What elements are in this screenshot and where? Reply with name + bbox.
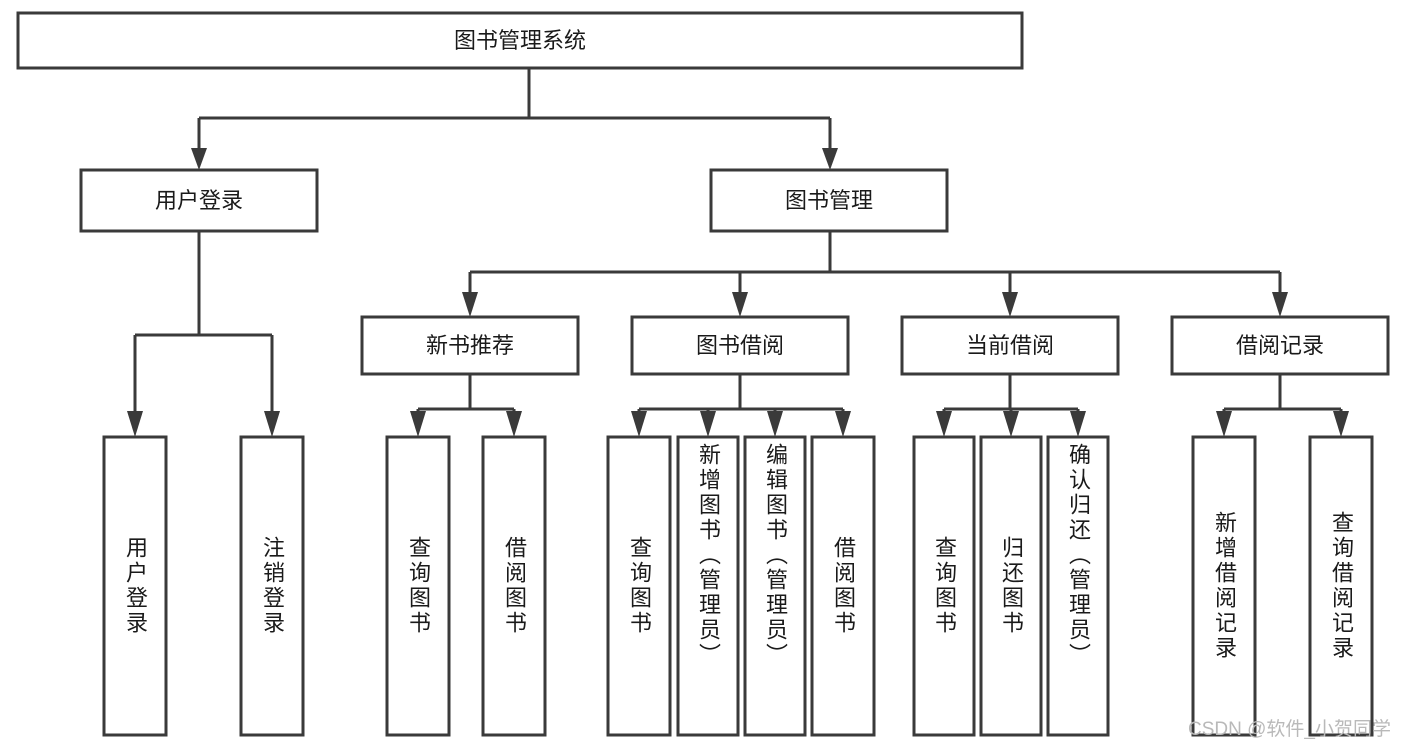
- arrow-head-leaf-query-borrow-record: [1333, 411, 1349, 437]
- node-group-new-book-recommend: 新书推荐: [360, 315, 580, 376]
- arrow-head-leaf-logout: [264, 411, 280, 437]
- arrow-head-leaf-return-book: [1003, 411, 1019, 437]
- node-label-borrow-record: 借阅记录: [1236, 333, 1324, 358]
- arrow-head-leaf-edit-book: [767, 411, 783, 437]
- node-group-book-management: 图书管理: [709, 168, 949, 233]
- node-label-user-login: 用户登录: [155, 188, 243, 213]
- node-box-book-borrow[interactable]: [630, 315, 850, 376]
- connector-group-new-book-recommend-to-leaves: [410, 374, 522, 437]
- node-label-book-management: 图书管理: [785, 188, 873, 213]
- node-group-book-borrow: 图书借阅: [630, 315, 850, 376]
- connector-group-root-to-level1: [191, 68, 838, 170]
- arrow-head-book-management: [822, 148, 838, 170]
- leaf-box-query-book-current[interactable]: [912, 435, 976, 737]
- arrow-head-user-login: [191, 148, 207, 170]
- leaf-box-borrow-book-recommend[interactable]: [481, 435, 547, 737]
- node-box-root[interactable]: [16, 11, 1024, 70]
- arrow-head-leaf-borrow-book-recommend: [506, 411, 522, 437]
- leaf-box-confirm-return[interactable]: [1046, 435, 1110, 737]
- node-label-book-borrow: 图书借阅: [696, 333, 784, 358]
- arrow-head-new-book-recommend: [462, 292, 478, 317]
- node-box-current-borrow[interactable]: [900, 315, 1120, 376]
- node-group-root: 图书管理系统: [16, 11, 1024, 70]
- leaf-box-query-book-borrow[interactable]: [606, 435, 672, 737]
- csdn-watermark: CSDN @软件_小贺同学: [1188, 719, 1391, 740]
- arrow-head-leaf-user-login: [127, 411, 143, 437]
- connector-group-book-management-to-level2: [462, 231, 1288, 317]
- leaf-box-user-login[interactable]: [102, 435, 168, 737]
- leaf-box-edit-book[interactable]: [743, 435, 807, 737]
- connector-group-book-borrow-to-leaves: [631, 374, 851, 437]
- arrow-head-leaf-query-book-borrow: [631, 411, 647, 437]
- node-box-borrow-record[interactable]: [1170, 315, 1390, 376]
- node-label-current-borrow: 当前借阅: [966, 333, 1054, 358]
- leaf-box-query-borrow-record[interactable]: [1308, 435, 1374, 737]
- connector-group-current-borrow-to-leaves: [936, 374, 1086, 437]
- arrow-head-leaf-add-book: [700, 411, 716, 437]
- leaf-box-group: [102, 435, 1374, 737]
- connector-group-user-login-to-leaves: [127, 231, 280, 437]
- arrow-head-current-borrow: [1002, 292, 1018, 317]
- leaf-box-logout[interactable]: [239, 435, 305, 737]
- node-group-user-login: 用户登录: [79, 168, 319, 233]
- leaf-box-add-borrow-record[interactable]: [1191, 435, 1257, 737]
- arrow-head-leaf-confirm-return: [1070, 411, 1086, 437]
- node-label-root: 图书管理系统: [454, 28, 586, 53]
- leaf-box-borrow-book[interactable]: [810, 435, 876, 737]
- leaf-box-add-book[interactable]: [676, 435, 740, 737]
- node-box-new-book-recommend[interactable]: [360, 315, 580, 376]
- connector-group-borrow-record-to-leaves: [1216, 374, 1349, 437]
- arrow-head-borrow-record: [1272, 292, 1288, 317]
- node-group-current-borrow: 当前借阅: [900, 315, 1120, 376]
- node-box-book-management[interactable]: [709, 168, 949, 233]
- arrow-head-book-borrow: [732, 292, 748, 317]
- arrow-head-leaf-add-borrow-record: [1216, 411, 1232, 437]
- arrow-head-leaf-query-book-recommend: [410, 411, 426, 437]
- node-box-user-login[interactable]: [79, 168, 319, 233]
- arrow-head-leaf-query-book-current: [936, 411, 952, 437]
- leaf-box-return-book[interactable]: [979, 435, 1043, 737]
- node-label-new-book-recommend: 新书推荐: [426, 333, 514, 358]
- leaf-box-query-book-recommend[interactable]: [385, 435, 451, 737]
- node-group-borrow-record: 借阅记录: [1170, 315, 1390, 376]
- arrow-head-leaf-borrow-book: [835, 411, 851, 437]
